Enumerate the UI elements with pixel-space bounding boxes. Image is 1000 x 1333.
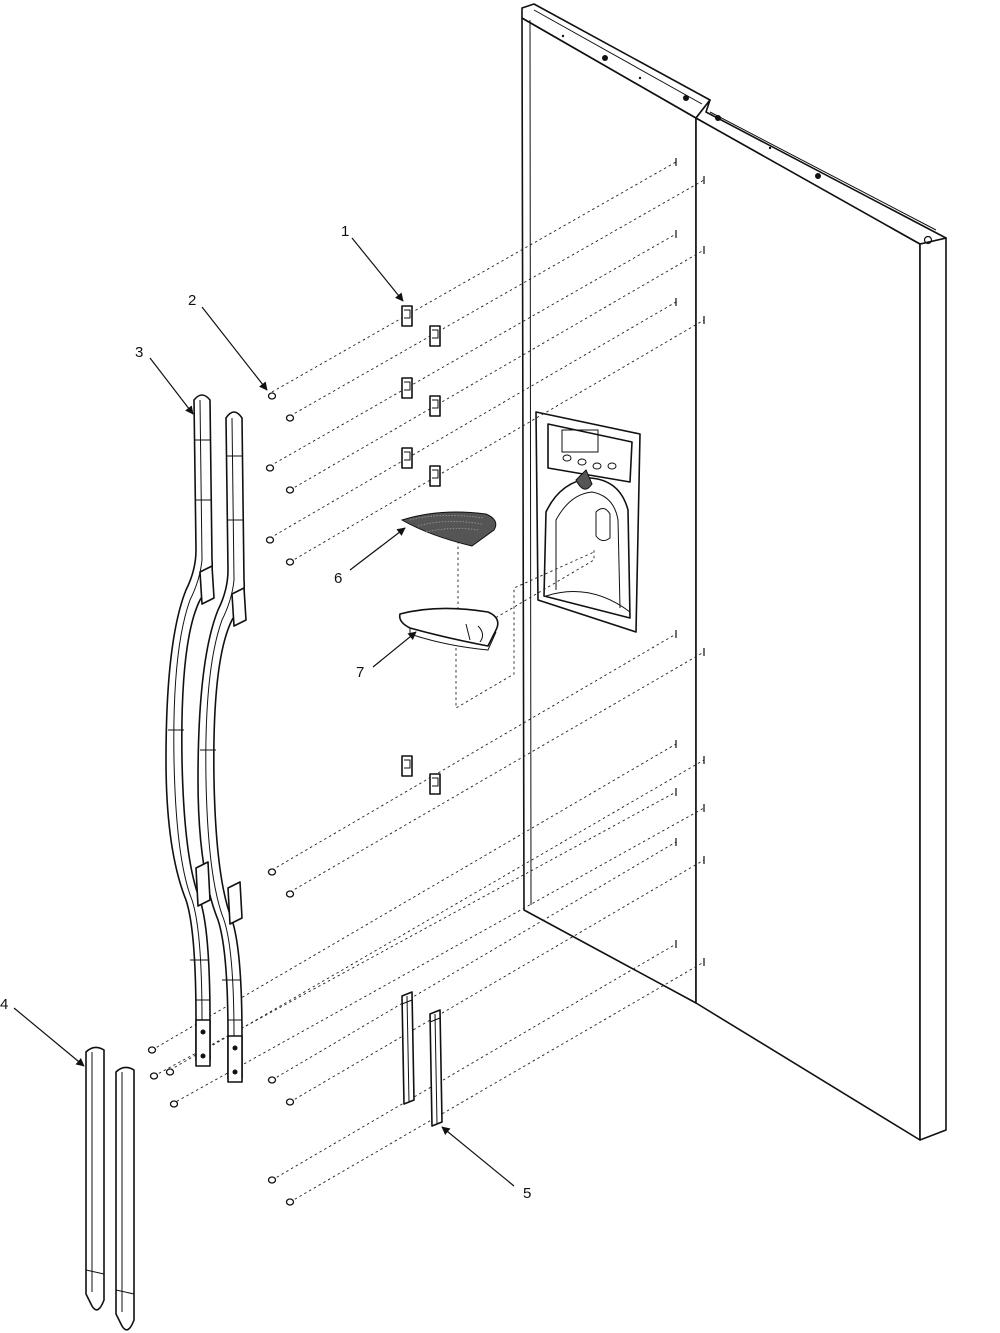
callout-5: 5 [523, 1185, 531, 1202]
door-handles [165, 394, 247, 1083]
trim-channels [401, 991, 443, 1127]
callout-4: 4 [0, 996, 8, 1013]
screws [147, 392, 295, 1206]
handle-clips [401, 305, 441, 795]
callout-2: 2 [188, 292, 196, 309]
callout-labels: 1 2 3 4 5 6 7 [0, 223, 531, 1202]
callout-1: 1 [341, 223, 349, 240]
ice-water-dispenser [535, 411, 641, 633]
callout-7: 7 [356, 664, 364, 681]
drip-tray-grille [400, 511, 497, 547]
handle-trim-pieces [85, 1046, 135, 1331]
callout-6: 6 [334, 570, 342, 587]
callout-3: 3 [135, 344, 143, 361]
leader-lines [13, 237, 515, 1187]
drip-tray [398, 607, 499, 651]
